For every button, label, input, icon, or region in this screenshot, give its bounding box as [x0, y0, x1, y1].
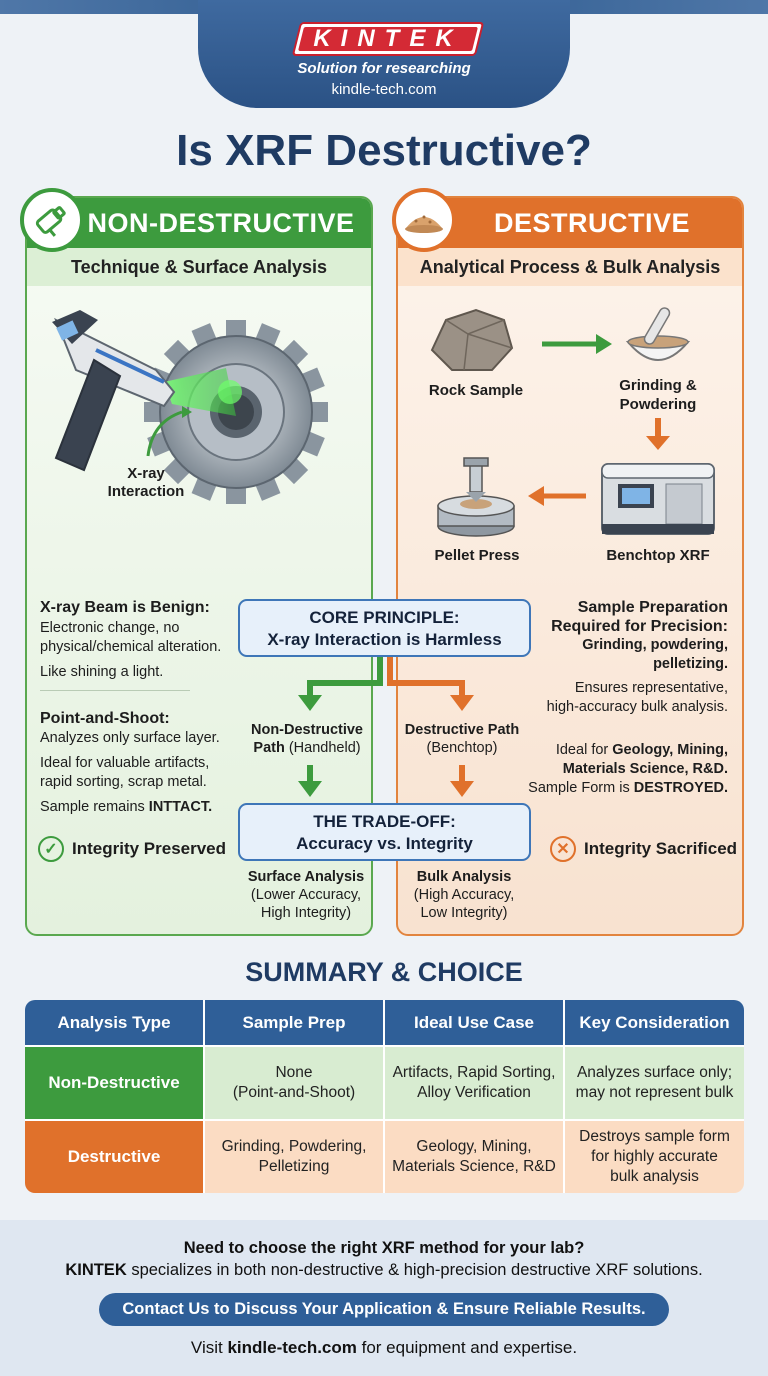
- sample-prep-block: Sample Preparation Required for Precisio…: [546, 599, 728, 715]
- surface-analysis-label: Surface Analysis (Lower Accuracy, High I…: [247, 869, 365, 921]
- cell-sample-prep: None(Point-and-Shoot): [205, 1045, 385, 1119]
- table-header-row: Analysis Type Sample Prep Ideal Use Case…: [25, 1000, 744, 1045]
- path-arrows: [298, 657, 474, 797]
- destructive-process-illustration: [430, 307, 715, 537]
- point-shoot-block: Point-and-Shoot: Analyzes only surface l…: [40, 710, 220, 815]
- contact-us-button[interactable]: Contact Us to Discuss Your Application &…: [99, 1293, 669, 1326]
- pellet-press-label: Pellet Press: [434, 547, 520, 564]
- non-destructive-path-label: Non-Destructive Path (Handheld): [251, 722, 363, 756]
- page-title: Is XRF Destructive?: [176, 126, 592, 175]
- mortar-pestle-icon: [625, 307, 691, 361]
- benign-block: X-ray Beam is Benign: Electronic change,…: [40, 599, 222, 680]
- footer-site-link[interactable]: kindle-tech.com: [227, 1338, 357, 1357]
- table-row: Destructive Grinding, Powdering,Pelletiz…: [25, 1119, 744, 1193]
- handheld-xrf-illustration: [52, 310, 328, 504]
- non-destructive-panel: NON-DESTRUCTIVE Technique & Surface Anal…: [25, 196, 373, 936]
- summary-title: SUMMARY & CHOICE: [245, 957, 523, 987]
- header-key-consideration: Key Consideration: [565, 1000, 744, 1045]
- cell-key-consideration: Analyzes surface only;may not represent …: [565, 1045, 744, 1119]
- core-principle-box: CORE PRINCIPLE: X-ray Interaction is Har…: [238, 599, 531, 657]
- benchtop-xrf-label: Benchtop XRF: [606, 547, 710, 564]
- table-row: Non-Destructive None(Point-and-Shoot) Ar…: [25, 1045, 744, 1119]
- powder-badge-icon: [392, 188, 456, 252]
- ideal-for-block: Ideal for Geology, Mining, Materials Sci…: [528, 742, 728, 796]
- grinding-label: Grinding &Powdering: [619, 377, 697, 413]
- cell-ideal-use: Geology, Mining,Materials Science, R&D: [385, 1119, 565, 1193]
- footer-visit: Visit kindle-tech.com for equipment and …: [190, 1338, 578, 1357]
- row-type: Destructive: [25, 1119, 205, 1193]
- header-analysis-type: Analysis Type: [25, 1000, 205, 1045]
- cell-sample-prep: Grinding, Powdering,Pelletizing: [205, 1119, 385, 1193]
- brand-tagline: Solution for researching: [297, 60, 471, 77]
- destructive-path-label: Destructive Path (Benchtop): [404, 722, 520, 756]
- brand-site[interactable]: kindle-tech.com: [331, 81, 437, 98]
- trade-off-box: THE TRADE-OFF: Accuracy vs. Integrity: [238, 803, 531, 861]
- rock-sample-label: Rock Sample: [428, 382, 524, 399]
- check-icon: ✓: [38, 836, 64, 862]
- non-destructive-subheading: Technique & Surface Analysis: [27, 248, 371, 286]
- row-type: Non-Destructive: [25, 1045, 205, 1119]
- pellet-press-icon: [437, 457, 515, 537]
- x-circle-icon: ✕: [550, 836, 576, 862]
- footer-statement: KINTEK specializes in both non-destructi…: [65, 1261, 703, 1279]
- footer-question: Need to choose the right XRF method for …: [183, 1239, 585, 1257]
- left-divider: [40, 690, 190, 691]
- header-ideal-use-case: Ideal Use Case: [385, 1000, 565, 1045]
- logo-text: KINTEK: [313, 25, 463, 52]
- non-destructive-heading: NON-DESTRUCTIVE: [27, 198, 371, 248]
- destructive-subheading: Analytical Process & Bulk Analysis: [398, 248, 742, 286]
- scanner-badge-icon: [20, 188, 84, 252]
- benchtop-xrf-icon: [601, 463, 715, 535]
- rock-sample-icon: [430, 308, 514, 371]
- integrity-sacrificed: ✕ Integrity Sacrificed: [550, 836, 737, 862]
- cell-ideal-use: Artifacts, Rapid Sorting,Alloy Verificat…: [385, 1045, 565, 1119]
- summary-table: Analysis Type Sample Prep Ideal Use Case…: [25, 1000, 744, 1193]
- integrity-preserved: ✓ Integrity Preserved: [38, 836, 226, 862]
- bulk-analysis-label: Bulk Analysis (High Accuracy, Low Integr…: [413, 869, 515, 921]
- header-sample-prep: Sample Prep: [205, 1000, 385, 1045]
